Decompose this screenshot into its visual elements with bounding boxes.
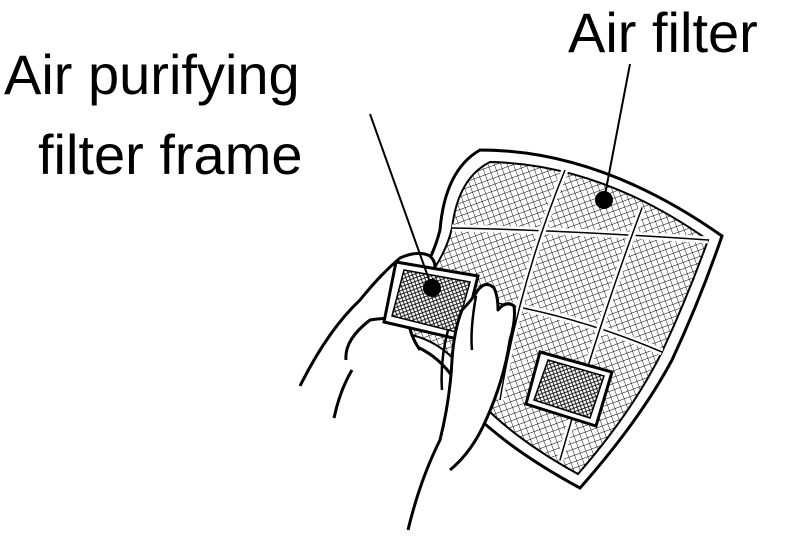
right-hand: [406, 283, 516, 531]
air-filter: [355, 148, 724, 490]
purifying-frame-label-line2: filter frame: [38, 123, 303, 186]
lower-purifying-frame: [524, 350, 614, 428]
air-filter-pointer-dot: [595, 191, 613, 209]
air-filter-leader-line: [603, 63, 631, 201]
frame-leader-line: [369, 113, 433, 289]
air-filter-label: Air filter: [568, 1, 758, 64]
purifying-frame-label-line1: Air purifying: [4, 43, 300, 106]
